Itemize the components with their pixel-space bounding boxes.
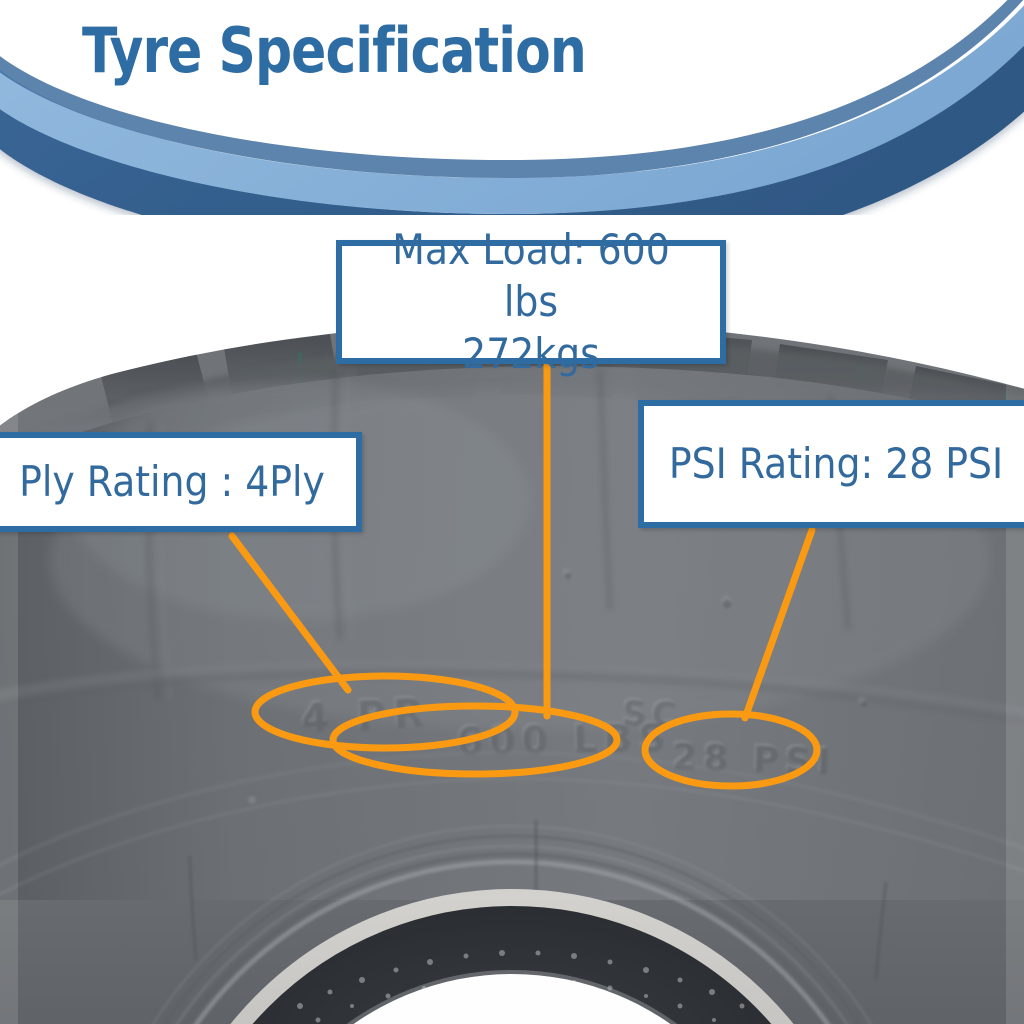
psi-ellipse [641,710,821,790]
header-swoosh-graphic [0,0,1024,215]
callout-max-load-line2: 272kgs [462,329,600,378]
maxload-ellipse [329,702,621,778]
ply-leader [228,532,352,694]
ply-ellipse [251,672,519,752]
callout-ply-label: Ply Rating : 4Ply [19,457,325,506]
psi-leader [741,526,816,722]
sidewall-marking-band: 4 PR 4 PR 600 LBS 600 LBS 28 PSI 28 PSI … [0,660,1024,784]
header-banner: Tyre Specification [0,0,1024,215]
svg-text:4 PR: 4 PR [298,687,430,740]
callout-psi-label: PSI Rating: 28 PSI [668,439,1004,488]
callout-max-load-line1: Max Load: 600 lbs [392,225,670,326]
page-title: Tyre Specification [82,14,587,87]
callout-max-load-label: Max Load: 600 lbs 272kgs [342,224,720,380]
callout-max-load[interactable]: Max Load: 600 lbs 272kgs [336,225,726,378]
svg-text:SC: SC [622,694,683,736]
svg-text:28 PSI: 28 PSI [670,734,836,781]
leader-lines [228,360,816,722]
callout-ply-rating[interactable]: Ply Rating : 4Ply [0,432,362,532]
callout-psi-rating[interactable]: PSI Rating: 28 PSI [638,400,1024,528]
highlight-ellipses [251,672,821,790]
